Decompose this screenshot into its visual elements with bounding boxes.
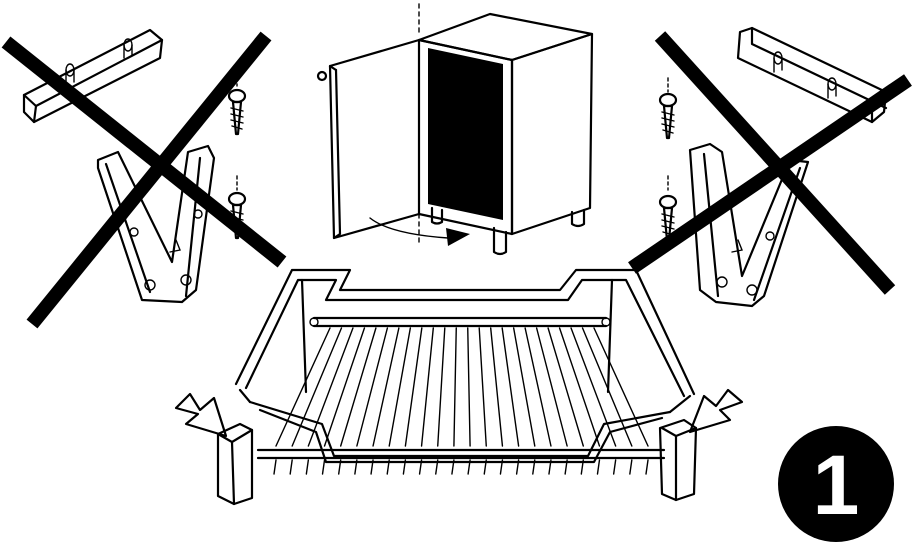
floor-rod-end <box>354 459 358 475</box>
floor-rod <box>437 327 446 447</box>
floor-rod <box>593 327 649 447</box>
x-cross-icon <box>1 31 287 329</box>
arrow-left-pointer-icon <box>174 392 228 438</box>
floor-rod <box>478 327 487 447</box>
floor-rod <box>535 327 568 447</box>
right-screw-upper <box>658 77 678 140</box>
floor-rod <box>558 327 601 447</box>
right-rail-set <box>628 26 912 308</box>
floor-rod-end <box>515 459 520 475</box>
floor-rod-end <box>532 459 536 475</box>
floor-rod <box>339 327 377 447</box>
floor-rod-end <box>337 459 342 475</box>
step-badge: 1 <box>778 426 894 542</box>
floor-rod <box>489 327 504 447</box>
floor-rod <box>467 327 471 447</box>
floor-rod-end <box>645 459 649 475</box>
floor-rod <box>547 327 585 447</box>
floor-rod <box>372 327 400 447</box>
floor-rod-end <box>305 459 310 475</box>
floor-rod <box>570 327 617 447</box>
floor-rod <box>404 327 423 447</box>
cabinet-interior <box>428 48 503 220</box>
floor-rod <box>307 327 354 447</box>
floor-rod-end <box>483 459 487 475</box>
floor-rod-end <box>596 459 601 475</box>
floor-rod <box>453 327 457 447</box>
right-screw-lower <box>658 175 678 242</box>
floor-rod-end <box>273 459 277 475</box>
step-number: 1 <box>813 438 860 532</box>
floor-rod <box>388 327 412 447</box>
wire-basket <box>216 268 698 506</box>
cabinet-door <box>316 38 421 240</box>
arrow-right-pointer-icon <box>688 388 744 434</box>
floor-rod-end <box>629 459 633 475</box>
x-cross-icon <box>628 31 912 295</box>
cabinet <box>316 3 594 256</box>
floor-rod-end <box>467 459 471 475</box>
floor-rod <box>420 327 435 447</box>
floor-rod-end <box>418 459 423 475</box>
floor-rod-end <box>435 459 439 475</box>
step-badge-circle <box>778 426 894 542</box>
floor-rod <box>356 327 389 447</box>
floor-rod <box>501 327 520 447</box>
floor-rod-end <box>580 459 585 475</box>
floor-rod-end <box>289 459 293 475</box>
floor-rod-end <box>451 459 455 475</box>
floor-rod <box>275 327 331 447</box>
floor-rod-end <box>612 459 617 475</box>
right-angle-rail <box>736 26 888 124</box>
left-angle-rail <box>22 28 164 124</box>
floor-rod <box>524 327 552 447</box>
floor-rod-end <box>386 459 390 475</box>
floor-rod <box>323 327 366 447</box>
floor-rod-end <box>402 459 407 475</box>
basket-floor-rods <box>273 327 649 475</box>
floor-rod <box>291 327 343 447</box>
floor-rod-end <box>321 459 326 475</box>
floor-rod-end <box>548 459 552 475</box>
left-rail-set <box>1 28 287 329</box>
floor-rod-end <box>564 459 568 475</box>
floor-rod-end <box>499 459 504 475</box>
curved-arrow-icon <box>369 217 470 246</box>
left-v-bracket <box>96 144 216 304</box>
floor-rod <box>512 327 536 447</box>
floor-rod-end <box>370 459 374 475</box>
